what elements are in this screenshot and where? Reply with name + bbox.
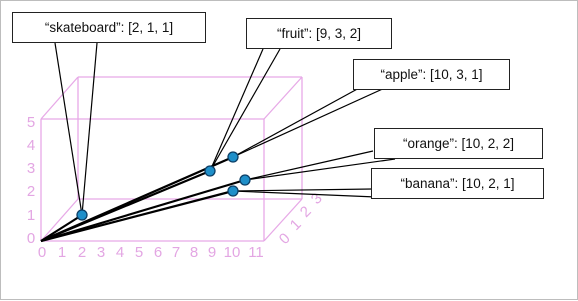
x-tick: 3	[97, 244, 105, 261]
leader-line-banana	[232, 188, 373, 192]
y-tick: 0	[27, 230, 35, 247]
leader-line-banana	[232, 190, 377, 198]
callout-skateboard: “skateboard”: [2, 1, 1]	[12, 12, 206, 43]
leader-line-skateboard	[54, 42, 83, 216]
x-tick: 9	[208, 244, 216, 261]
leader-line-apple	[232, 86, 388, 158]
y-tick: 3	[27, 160, 35, 177]
callout-label: “orange”: [10, 2, 2]	[402, 136, 515, 151]
z-tick: 0	[276, 230, 294, 248]
vector-line-banana	[40, 189, 234, 243]
leader-line-orange	[244, 158, 396, 181]
leader-line-fruit	[209, 48, 264, 172]
leader-line-apple	[232, 86, 362, 158]
x-tick: 4	[116, 244, 124, 261]
vector-points	[76, 151, 251, 221]
point-banana	[227, 185, 239, 197]
x-tick: 10	[224, 244, 241, 261]
box-depth-top-right	[263, 76, 303, 120]
point-orange	[239, 174, 251, 186]
y-tick: 1	[27, 207, 35, 224]
callout-fruit: “fruit”: [9, 3, 2]	[246, 18, 392, 49]
z-tick: 2	[297, 203, 315, 221]
callout-banana: “banana”: [10, 2, 1]	[371, 168, 544, 199]
point-apple	[227, 151, 239, 163]
leader-lines	[54, 42, 396, 216]
callout-label: “fruit”: [9, 3, 2]	[276, 26, 362, 41]
x-tick: 0	[38, 244, 46, 261]
leader-line-fruit	[209, 48, 281, 172]
x-tick: 7	[172, 244, 180, 261]
box-depth-top-left	[40, 76, 79, 120]
callout-orange: “orange”: [10, 2, 2]	[374, 128, 543, 159]
vector-line-skateboard	[40, 214, 83, 242]
y-tick: 4	[27, 137, 35, 154]
x-tick: 5	[135, 244, 143, 261]
leader-line-skateboard	[81, 42, 98, 216]
vector-line-apple	[40, 155, 234, 243]
callout-label: “skateboard”: [2, 1, 1]	[44, 20, 174, 35]
vector-line-orange	[40, 178, 246, 243]
y-axis-ticks: 0 1 2 3 4 5	[27, 114, 35, 247]
callout-label: “banana”: [10, 2, 1]	[400, 176, 515, 191]
x-axis-ticks: 0 1 2 3 4 5 6 7 8 9 10 11	[38, 244, 264, 261]
axis-box	[40, 76, 303, 242]
callout-apple: “apple”: [10, 3, 1]	[353, 59, 510, 90]
vector-lines	[40, 155, 246, 243]
x-tick: 6	[154, 244, 162, 261]
box-depth-bottom-right	[263, 198, 303, 242]
leader-line-orange	[244, 150, 374, 181]
x-tick: 1	[58, 244, 66, 261]
x-tick: 8	[190, 244, 198, 261]
y-tick: 2	[27, 183, 35, 200]
box-depth-bottom-left	[40, 198, 79, 242]
callout-label: “apple”: [10, 3, 1]	[380, 67, 483, 82]
z-tick: 1	[287, 216, 305, 234]
point-fruit	[204, 165, 216, 177]
y-tick: 5	[27, 114, 35, 131]
point-skateboard	[76, 209, 88, 221]
x-tick: 11	[248, 244, 264, 261]
x-tick: 2	[78, 244, 86, 261]
z-tick: 3	[308, 190, 326, 208]
